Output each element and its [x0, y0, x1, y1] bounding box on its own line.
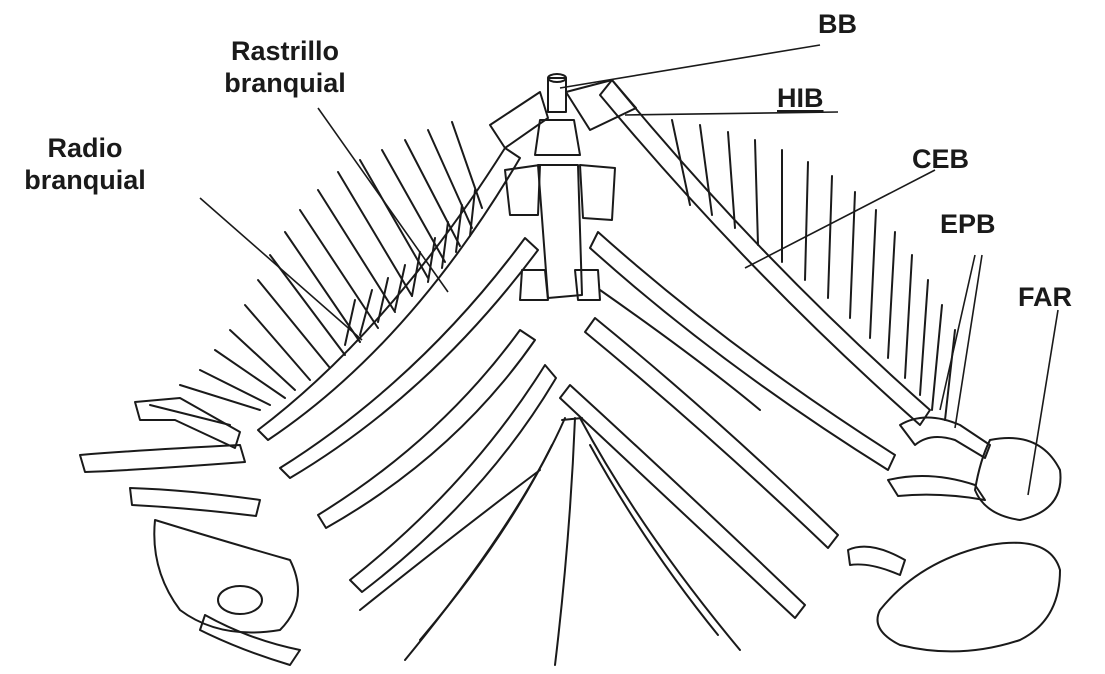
ceratobranchials-right — [560, 80, 930, 618]
label-rastrillo-line2: branquial — [180, 67, 390, 99]
basibranchial — [520, 74, 600, 300]
label-hib: HIB — [777, 82, 824, 114]
posterior-arches — [405, 418, 740, 665]
label-ceb: CEB — [912, 143, 969, 175]
label-far: FAR — [1018, 281, 1072, 313]
label-rastrillo-branquial: Rastrillo branquial — [180, 35, 390, 99]
leader-far — [1028, 310, 1058, 495]
leader-radio — [200, 198, 362, 340]
label-radio-line1: Radio — [0, 132, 170, 164]
label-radio-line2: branquial — [0, 164, 170, 196]
label-epb: EPB — [940, 208, 996, 240]
gill-rays-left — [150, 122, 482, 425]
leader-ceb — [745, 170, 935, 268]
label-radio-branquial: Radio branquial — [0, 132, 170, 196]
label-rastrillo-line1: Rastrillo — [180, 35, 390, 67]
leader-rastrillo — [318, 108, 448, 292]
pharyngeal-plates — [154, 438, 1060, 665]
epibranchials — [80, 398, 990, 575]
ceratobranchials-left — [258, 148, 556, 610]
label-bb: BB — [818, 8, 857, 40]
leader-lines — [200, 45, 1058, 495]
hypobranchials — [490, 80, 636, 220]
